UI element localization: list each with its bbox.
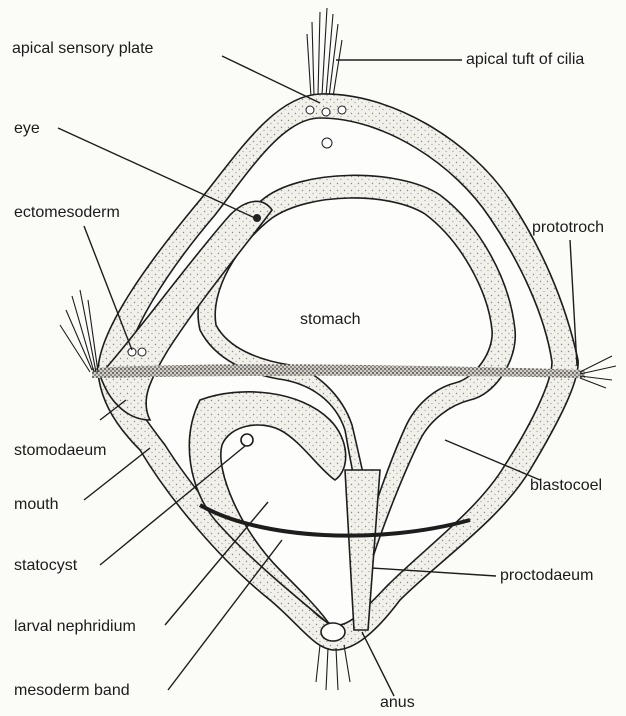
label-statocyst: statocyst bbox=[14, 557, 77, 575]
label-ectomesoderm: ectomesoderm bbox=[14, 204, 120, 222]
label-stomodaeum: stomodaeum bbox=[14, 442, 107, 460]
prototroch-cilia-right bbox=[580, 356, 616, 388]
label-apical-tuft-of-cilia: apical tuft of cilia bbox=[466, 51, 584, 69]
anus-ring bbox=[321, 623, 345, 641]
label-proctodaeum: proctodaeum bbox=[500, 567, 593, 585]
label-mouth: mouth bbox=[14, 496, 58, 514]
apical-cell bbox=[306, 106, 314, 114]
anal-cilia bbox=[316, 645, 350, 690]
label-eye: eye bbox=[14, 120, 40, 138]
apical-vesicle bbox=[322, 138, 332, 148]
ectomesoderm-cell bbox=[138, 348, 146, 356]
label-larval-nephridium: larval nephridium bbox=[14, 618, 136, 636]
label-anus: anus bbox=[380, 694, 415, 712]
label-blastocoel: blastocoel bbox=[530, 477, 602, 495]
label-stomach: stomach bbox=[300, 311, 360, 329]
prototroch-cilia-left bbox=[60, 290, 98, 372]
apical-cell bbox=[338, 106, 346, 114]
statocyst-ring bbox=[241, 434, 253, 446]
apical-cell bbox=[322, 108, 330, 116]
apical-tuft-cilia bbox=[307, 8, 342, 97]
label-mesoderm-band: mesoderm band bbox=[14, 682, 130, 700]
label-prototroch: prototroch bbox=[532, 219, 604, 237]
label-apical-sensory-plate: apical sensory plate bbox=[12, 40, 153, 58]
